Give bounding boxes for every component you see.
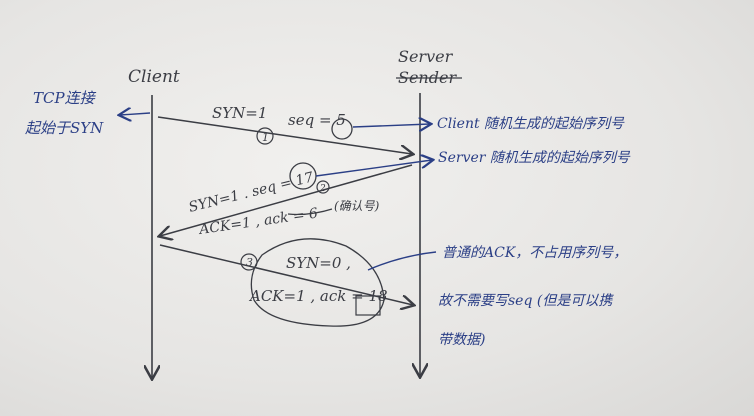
server-seq-note: Server 随机生成的起始序列号 [438,150,631,166]
syn0-label: SYN=0 , [286,254,351,272]
normal-ack-note-2: 故不需要写seq (但是可以携 [438,293,614,309]
ack-arrow [159,244,413,305]
client-label: Client [128,67,180,87]
step-1-circle [256,127,274,145]
client-seq-note: Client 随机生成的起始序列号 [437,116,625,132]
client-seq-pointer [352,124,430,127]
ack-group-ellipse [250,238,385,327]
syn-label: SYN=1 [212,104,267,122]
step-2-label: 2 [319,184,326,194]
tcp-note-pointer [120,113,151,115]
normal-ack-note-3: 带数据) [438,332,485,348]
syn-arrow [157,116,412,154]
ack18-box [355,295,381,316]
tcp-note-line-2: 起始于SYN [25,119,104,137]
server-label: Server [398,47,454,66]
confirm-note: (确认号) [334,199,380,213]
step-2-circle [316,180,330,194]
step-3-label: 3 [246,256,253,269]
tcp-note-line-1: TCP连接 [33,89,97,107]
seq-value-circle [331,118,353,140]
ack-underline [287,208,333,216]
ack-line-label: ACK=1 , ack = 6 [196,205,319,238]
server-seq-pointer [315,160,432,177]
syn-ack-arrow [160,164,413,236]
step-1-label: 1 [262,131,269,144]
seq-label: seq = 5 [288,111,346,129]
normal-ack-pointer [367,251,437,271]
ack18-label: ACK=1 , ack = 18 [248,287,388,305]
normal-ack-note-1: 普通的ACK，不占用序列号， [442,245,627,261]
